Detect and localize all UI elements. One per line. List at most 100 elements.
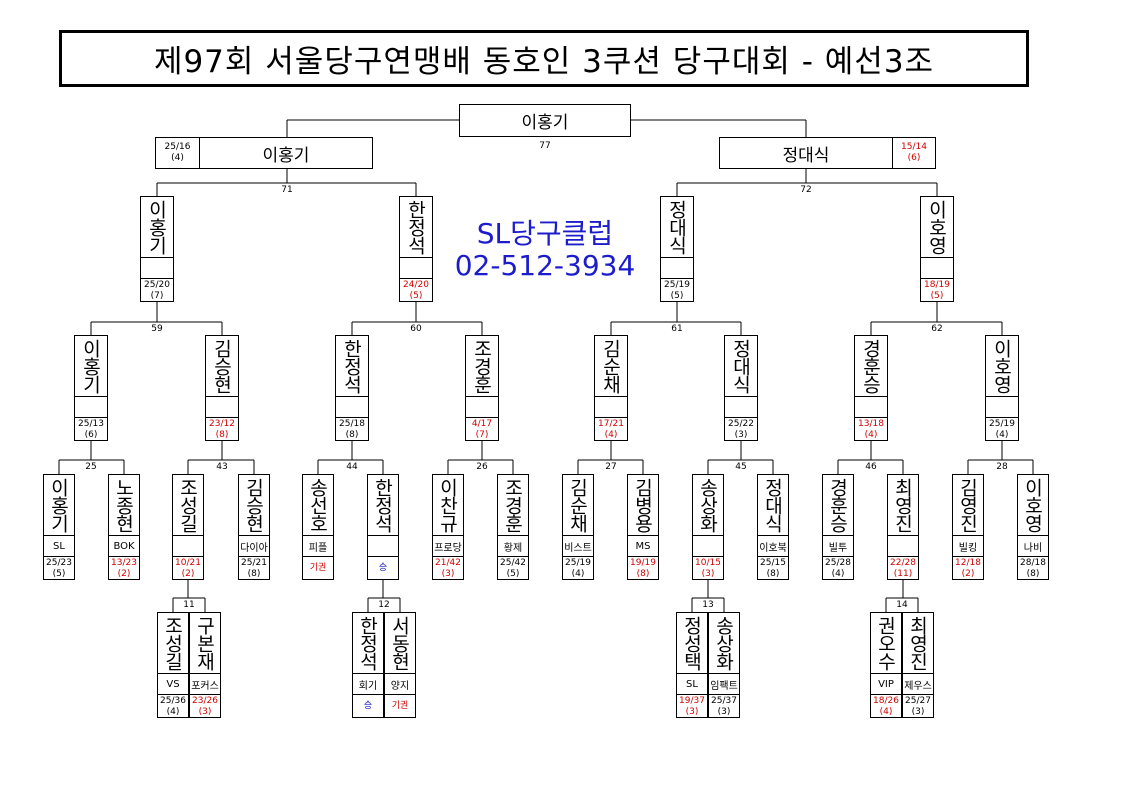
player-score: 25/42(5) bbox=[497, 556, 529, 580]
player-name: 최영진 bbox=[902, 612, 934, 674]
player-score: 19/37(3) bbox=[676, 694, 708, 718]
innings-value: (5) bbox=[52, 569, 66, 579]
innings-value: (3) bbox=[701, 569, 715, 579]
player-name: 송선호 bbox=[302, 474, 334, 536]
score-value: 25/28 bbox=[825, 558, 851, 568]
player-name: 이홍기 bbox=[140, 196, 174, 258]
player-name: 경훈승 bbox=[822, 474, 854, 536]
player-name: 한정석 bbox=[399, 196, 433, 258]
player-club bbox=[660, 257, 694, 279]
player-club bbox=[74, 396, 108, 418]
innings-value: (5) bbox=[506, 569, 520, 579]
score-value: 23/12 bbox=[209, 419, 235, 429]
innings-value: (3) bbox=[717, 707, 731, 717]
player-score: 10/15(3) bbox=[692, 556, 724, 580]
innings-value: (3) bbox=[198, 707, 212, 717]
player-score: 23/26(3) bbox=[189, 694, 221, 718]
final-winner: 이홍기 bbox=[459, 104, 631, 137]
player-club bbox=[724, 396, 758, 418]
player-score: 25/20(7) bbox=[140, 278, 174, 302]
player-club: 프로당 bbox=[432, 535, 464, 557]
club-name: SL당구클럽 bbox=[476, 217, 614, 250]
match-number: 26 bbox=[476, 462, 488, 472]
score-value: 승 bbox=[363, 701, 373, 711]
innings-value: (8) bbox=[766, 569, 780, 579]
match-number: 14 bbox=[896, 600, 908, 610]
innings-value: (8) bbox=[636, 569, 650, 579]
player-club bbox=[140, 257, 174, 279]
player-club: 피플 bbox=[302, 535, 334, 557]
player-club: 빌킹 bbox=[952, 535, 984, 557]
player-name: 이호영 bbox=[985, 335, 1019, 397]
semi-left-name: 이홍기 bbox=[262, 145, 310, 166]
innings-value: (5) bbox=[409, 291, 423, 301]
player-score: 25/22(3) bbox=[724, 417, 758, 441]
player-name: 노종현 bbox=[108, 474, 140, 536]
match-number: 46 bbox=[865, 462, 877, 472]
player-score: 기권 bbox=[302, 556, 334, 580]
match-number: 11 bbox=[183, 600, 195, 610]
player-club: SL bbox=[676, 673, 708, 695]
player-club: 이호북 bbox=[757, 535, 789, 557]
player-club: 포커스 bbox=[189, 673, 221, 695]
player-score: 25/13(6) bbox=[74, 417, 108, 441]
player-club: SL bbox=[43, 535, 75, 557]
player-club bbox=[854, 396, 888, 418]
player-score: 12/18(2) bbox=[952, 556, 984, 580]
match-number: 28 bbox=[996, 462, 1008, 472]
player-name: 조경훈 bbox=[497, 474, 529, 536]
match-number: 62 bbox=[931, 324, 943, 334]
player-club bbox=[985, 396, 1019, 418]
score-value: 25/27 bbox=[905, 696, 931, 706]
player-name: 한정석 bbox=[352, 612, 384, 674]
player-name: 이호영 bbox=[920, 196, 954, 258]
player-name: 조경훈 bbox=[465, 335, 499, 397]
score-value: 10/21 bbox=[175, 558, 201, 568]
player-club: 회기 bbox=[352, 673, 384, 695]
player-score: 25/28(4) bbox=[822, 556, 854, 580]
player-score: 13/23(2) bbox=[108, 556, 140, 580]
score-value: 13/23 bbox=[111, 558, 137, 568]
player-score: 25/19(4) bbox=[985, 417, 1019, 441]
player-score: 25/19(4) bbox=[562, 556, 594, 580]
player-score: 25/19(5) bbox=[660, 278, 694, 302]
player-score: 18/26(4) bbox=[870, 694, 902, 718]
score-value: 12/18 bbox=[955, 558, 981, 568]
quarterfinal-player: 이홍기 25/20(7) bbox=[140, 196, 174, 302]
player-name: 최영진 bbox=[887, 474, 919, 536]
score-value: 기권 bbox=[391, 701, 409, 711]
player-score: 18/19(5) bbox=[920, 278, 954, 302]
match-number: 44 bbox=[346, 462, 358, 472]
player-club bbox=[205, 396, 239, 418]
score-value: 21/42 bbox=[435, 558, 461, 568]
semi-right-name: 정대식 bbox=[720, 138, 893, 168]
player-score: 4/17(7) bbox=[465, 417, 499, 441]
player-name: 조성길 bbox=[172, 474, 204, 536]
player-score: 기권 bbox=[384, 694, 416, 718]
player-club: 나비 bbox=[1017, 535, 1049, 557]
match-number: 59 bbox=[151, 324, 163, 334]
player-score: 25/15(8) bbox=[757, 556, 789, 580]
score-value: 19/19 bbox=[630, 558, 656, 568]
player-name: 이홍기 bbox=[43, 474, 75, 536]
semi-right-score: 15/14 bbox=[901, 142, 927, 152]
innings-value: (2) bbox=[117, 569, 131, 579]
